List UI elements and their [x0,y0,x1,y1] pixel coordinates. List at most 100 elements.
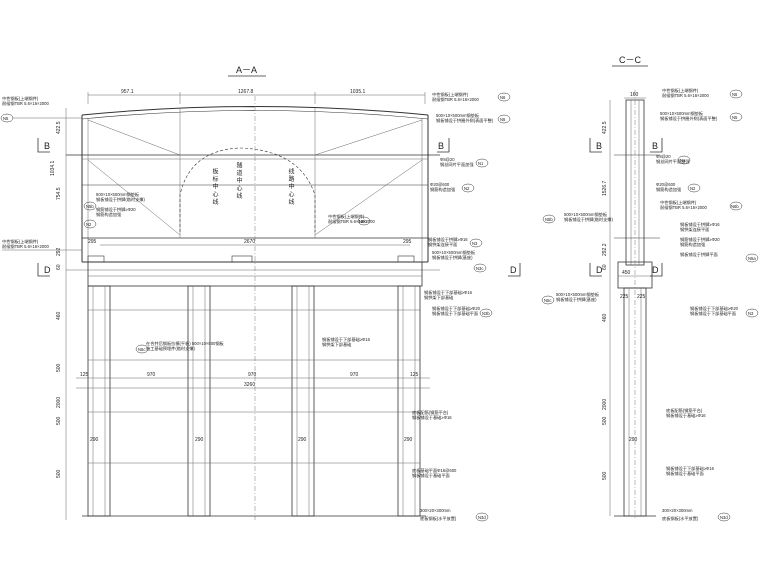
dim-3260: 3260 [244,382,255,388]
svg-text:D: D [652,265,659,275]
bubble-n2-inner: N2 [83,219,97,229]
svg-text:N2: N2 [464,186,470,191]
cc-mark-d-right: D [650,263,663,277]
bubble-n3b: N3b [479,308,493,318]
bubble-n5b: N5b [83,201,97,211]
dim-754: 754.5 [56,187,62,200]
view-aa-title: A－A [236,65,257,75]
svg-text:N3d: N3d [478,515,486,520]
note-pile-1: 底板配筋(钢筋平台) [412,409,449,416]
cc-dim-500a: 500 [602,416,608,425]
note-n5-2: 钢板铺设于拱圈外侧(表面平整) [436,117,494,124]
note-foot-2: 底板钢板(水平放置) [420,515,457,522]
cc-note-n5b-2: 钢板铺设于拱脚(临时支撑) [564,216,613,223]
cc-bubble-n5: N5 [729,112,743,122]
cap-beam [87,261,423,287]
column-2 [187,285,211,517]
svg-text:N5: N5 [732,115,738,120]
cc-dim-60: 60 [602,264,608,270]
svg-text:N3c: N3c [476,266,483,271]
note-right-top-2: 耐候钢TBR 5.6×16×2000 [432,96,479,103]
note-mid-1: 钢板铺设于下部基础≥Φ16 [322,336,371,343]
cc-note-pile-2: 钢板铺设于基础≥Φ16 [666,412,706,419]
cc-note-n6-2: 耐候钢TBR 5.6×16×2000 [662,92,709,99]
dim-292: 292 [56,247,62,256]
svg-text:D: D [44,265,51,275]
cc-note-n3-1: 钢板铺设于下部基础≥Φ20 [690,305,739,312]
note-side-1: 钢板铺设于下部基础≥Φ20 [432,305,481,312]
cc-bubble-n5c: N5c [541,295,555,305]
svg-text:N1: N1 [680,158,686,163]
svg-text:N2: N2 [690,186,696,191]
section-mark-b-left: B [37,138,50,153]
cc-note-n2-2: 钢筋构造加强 [656,186,682,193]
view-aa: A－A 957.1 1267.8 1035.1 [0,65,521,522]
cc-bubble-n6: N6 [729,89,743,99]
dim-422: 422.5 [56,121,62,134]
inner-note-left-3: 钢筋铺设于拱脚≥Φ20 [96,206,136,213]
note-base-1: 底板基础平面Φ16@600 [412,467,457,474]
note-right-top-1: 中性钢板(上端钢件) [432,91,469,98]
dim-2670: 2670 [244,239,255,245]
section-mark-d-left: D [37,263,51,277]
svg-text:N6: N6 [732,92,738,97]
svg-text:B: B [44,141,50,151]
cc-note-n3-2: 钢板铺设于下部基础平面 [690,310,736,317]
note-n3b-2: 钢拱架下部基础 [424,294,453,301]
note-left-mid-1: 中性钢板(上端钢件) [2,238,39,245]
section-mark-d-right: D [508,263,521,277]
inner-note-left-1: 500×10×500mm钢垫板 [96,191,140,198]
cc-bubble-n3: N3 [745,308,759,318]
inner-note-left-2: 钢板铺设于拱脚(临时支撑) [96,196,145,203]
cap-plate [231,255,253,263]
cc-dim-422: 422.5 [602,121,608,134]
column-3 [291,285,315,517]
cc-note-n2-1: Φ20@600 [656,182,676,187]
note-n6b-2: 耐候钢TBR 5.6×16×2000 [328,218,375,225]
note-col-1: 在合并后钢板拉模(平板) 500×10×500钢板 [146,340,225,347]
note-n5-1: 500×10×500mm钢垫板 [436,112,480,119]
cc-dim-292: 292.2 [602,243,608,256]
cc-bubble-n2: N2 [687,183,701,193]
brace [314,159,423,236]
svg-text:D: D [510,265,517,275]
cc-note-n5b-1: 500×10×500mm钢垫板 [564,211,608,218]
note-n3b-1: 钢板铺设于下部基础≥Φ16 [424,289,473,296]
vertical-label-2: 隧 道 中 心 线 [235,161,242,199]
dim-2000: 2000 [56,397,62,408]
bubble-n3: N3 [469,238,483,248]
cc-dim-2000: 2000 [602,399,608,410]
cc-note-mid-4: 钢筋构造加强 [680,241,706,248]
bubble-n5-right: N5 [497,114,511,124]
cc-note-n6b-1: 中性钢板(上端钢件) [660,199,697,206]
inner-arch-outline [179,147,316,232]
svg-text:N3d: N3d [720,515,728,520]
svg-text:N5b: N5b [545,217,553,222]
note-n6b-1: 中性钢板(上端钢件) [328,213,365,220]
dim-295-right: 295 [403,239,412,245]
cc-note-foot-1: 300×20×300mm [662,508,693,513]
svg-text:N6: N6 [500,95,506,100]
dim-125-right: 125 [410,372,419,378]
cc-mark-b-right: B [650,138,663,153]
dim-160: 160 [630,92,639,98]
vertical-label-3: 线 路 中 心 线 [287,167,294,205]
brace [87,119,181,156]
svg-text:N1: N1 [478,161,484,166]
note-mid-2: 钢拱架下部基础 [322,341,351,348]
dim-295-left: 295 [88,239,97,245]
note-foot-1: 300×20×300mm [420,508,451,513]
dim-1267: 1267.8 [238,89,254,95]
note-n2-1: Φ20@600 [430,182,450,187]
cc-note-n6b-2: 耐候钢TBR 5.6×16×2000 [660,204,707,211]
note-n1-1: Φ8@20 [440,157,455,162]
bubble-n3d: N3d [475,512,489,522]
cc-dim-225b: 225 [637,294,646,300]
svg-text:B: B [596,141,602,151]
note-side-2: 钢板铺设于下部基础平面 [432,310,478,317]
cc-dim-450: 450 [622,270,631,276]
cc-note-n5-1: 500×10×500mm钢垫板 [660,110,704,117]
dim-290-3: 290 [298,437,307,443]
note-left-top-2: 耐候钢TBR 5.6×16×2000 [2,100,49,107]
bubble-n5-left: N5 [0,113,14,123]
